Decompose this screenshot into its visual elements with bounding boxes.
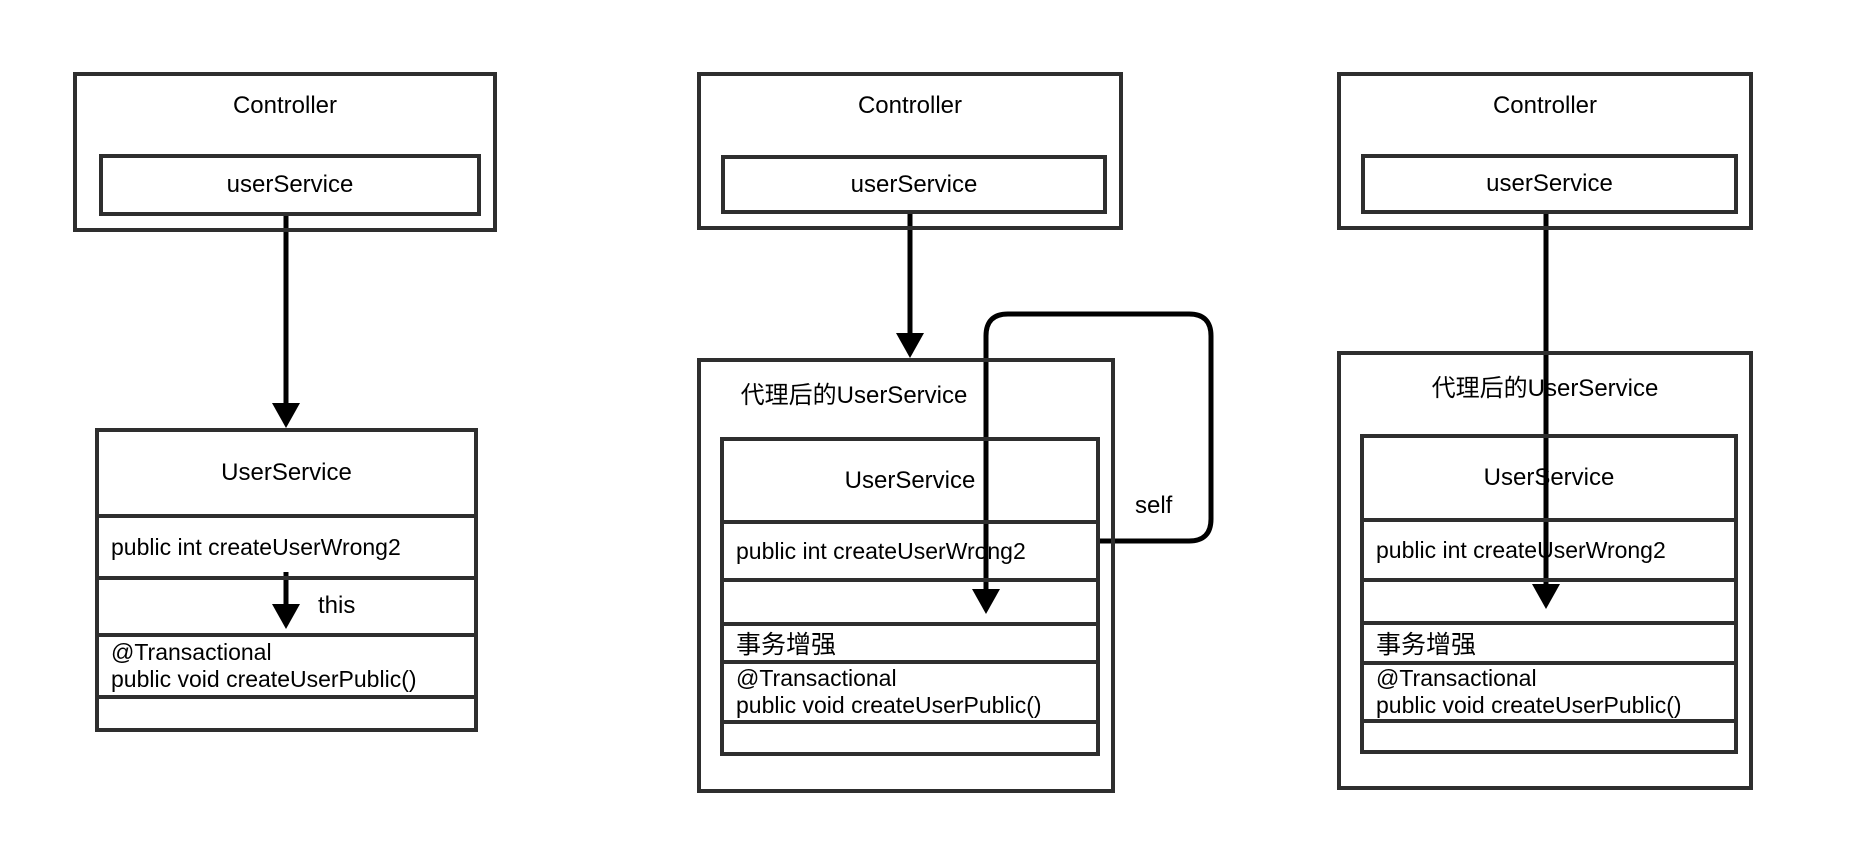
controller-title-2: Controller xyxy=(857,92,963,119)
method-create-user-wrong2-1: public int createUserWrong2 xyxy=(99,514,474,576)
userservice-class-box-1: UserService public int createUserWrong2 … xyxy=(95,428,478,732)
method-create-user-public-1: public void createUserPublic() xyxy=(111,666,417,692)
spacer-row-3 xyxy=(1364,578,1734,621)
transactional-annotation-1: @Transactional xyxy=(111,639,272,665)
userservice-field-label-1: userService xyxy=(226,171,354,198)
method-create-user-wrong2-2: public int createUserWrong2 xyxy=(724,520,1096,578)
proxied-userservice-box-3: 代理后的UserService UserService public int c… xyxy=(1337,351,1753,790)
proxied-userservice-title-3: 代理后的UserService xyxy=(1431,375,1659,402)
proxied-userservice-title-2: 代理后的UserService xyxy=(740,382,968,409)
transactional-method-row-2: @Transactional public void createUserPub… xyxy=(724,660,1096,720)
transactional-method-row-1: @Transactional public void createUserPub… xyxy=(99,633,474,695)
d2-controller-to-proxy-arrow xyxy=(896,210,924,358)
userservice-field-3: userService xyxy=(1361,154,1738,214)
userservice-class-box-3: UserService public int createUserWrong2 … xyxy=(1360,434,1738,754)
method-create-user-public-2: public void createUserPublic() xyxy=(736,692,1042,718)
this-call-label: this xyxy=(318,592,356,619)
d1-controller-to-service-arrow xyxy=(272,212,300,428)
self-call-label: self xyxy=(1135,492,1173,519)
transactional-annotation-3: @Transactional xyxy=(1376,665,1537,691)
empty-row-1 xyxy=(99,695,474,728)
controller-box-1: Controller userService xyxy=(73,72,497,232)
transactional-method-row-3: @Transactional public void createUserPub… xyxy=(1364,661,1734,719)
controller-box-3: Controller userService xyxy=(1337,72,1753,230)
controller-title-3: Controller xyxy=(1492,92,1598,119)
userservice-field-1: userService xyxy=(99,154,481,216)
method-create-user-public-3: public void createUserPublic() xyxy=(1376,692,1682,718)
transaction-enhancement-row-2: 事务增强 xyxy=(724,622,1096,660)
userservice-class-title-3: UserService xyxy=(1483,464,1615,491)
proxied-userservice-box-2: 代理后的UserService UserService public int c… xyxy=(697,358,1115,793)
userservice-field-label-3: userService xyxy=(1486,170,1613,197)
transaction-enhancement-row-3: 事务增强 xyxy=(1364,621,1734,661)
controller-box-2: Controller userService xyxy=(697,72,1123,230)
userservice-class-title-2: UserService xyxy=(844,466,976,494)
transactional-annotation-2: @Transactional xyxy=(736,665,897,691)
empty-row-2 xyxy=(724,720,1096,752)
spacer-row-2 xyxy=(724,578,1096,622)
controller-title-1: Controller xyxy=(232,92,338,119)
userservice-class-box-2: UserService public int createUserWrong2 … xyxy=(720,437,1100,756)
spacer-row-1 xyxy=(99,576,474,633)
userservice-class-title-1: UserService xyxy=(221,459,352,486)
userservice-field-label-2: userService xyxy=(850,170,978,198)
empty-row-3 xyxy=(1364,719,1734,750)
userservice-field-2: userService xyxy=(721,155,1107,214)
method-create-user-wrong2-3: public int createUserWrong2 xyxy=(1364,518,1734,578)
